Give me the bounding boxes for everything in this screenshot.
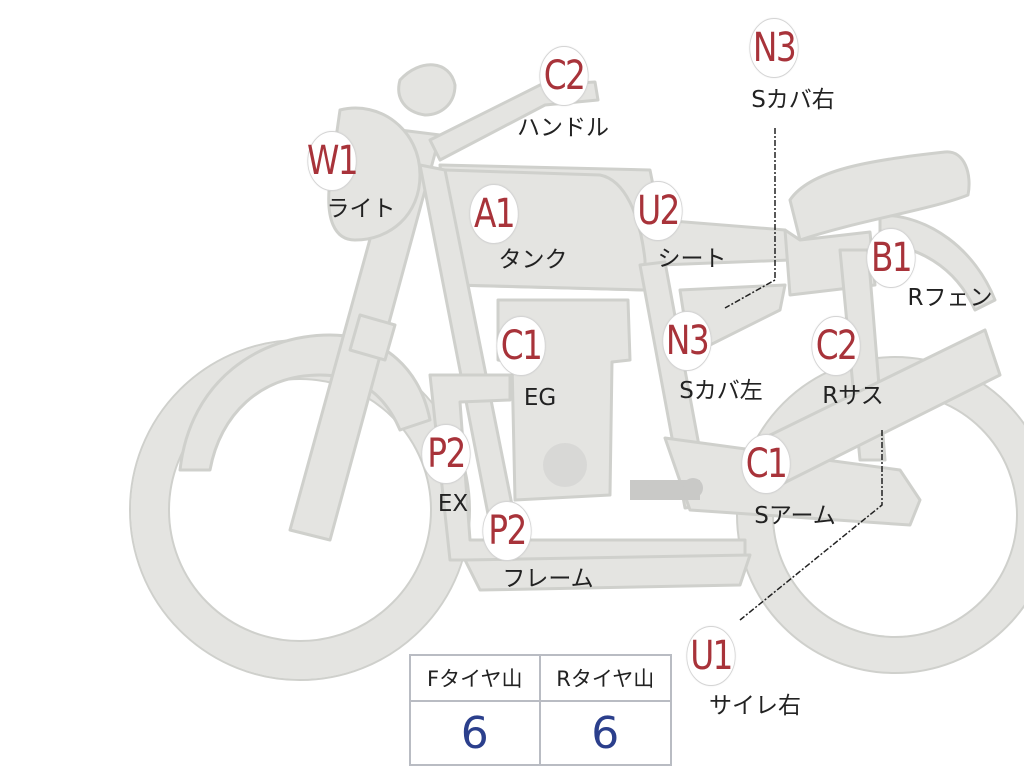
code-badge: N3	[749, 18, 799, 78]
code-badge: C2	[539, 46, 589, 106]
part-label: ハンドル	[517, 115, 609, 141]
code-badge: U1	[686, 626, 736, 686]
code-badge: P2	[482, 501, 532, 561]
part-label: Sアーム	[754, 503, 836, 529]
part-tag-seat: U2 シート	[633, 181, 727, 271]
code-badge: U2	[633, 181, 683, 241]
part-tag-scover-left: N3 Sカバ左	[662, 311, 763, 403]
seat	[788, 150, 971, 242]
part-tag-swing-arm: C1 Sアーム	[741, 434, 836, 528]
part-label: EX	[437, 491, 469, 517]
part-tag-handle: C2 ハンドル	[517, 46, 609, 140]
part-tag-frame: P2 フレーム	[482, 501, 594, 591]
code-badge: C2	[811, 316, 861, 376]
tire-tread-table: Fタイヤ山 Rタイヤ山 6 6	[409, 654, 672, 766]
part-tag-rear-fender: B1 Rフェン	[866, 228, 992, 310]
part-label: ライト	[326, 196, 396, 222]
part-label: Rフェン	[907, 285, 993, 311]
part-label: シート	[657, 246, 727, 272]
part-label: サイレ右	[709, 693, 801, 719]
leader-line-silencer-right	[739, 430, 883, 621]
part-label: Rサス	[822, 383, 884, 409]
code-badge: C1	[741, 434, 791, 494]
code-badge: N3	[662, 311, 712, 371]
front-tire-value: 6	[411, 702, 541, 764]
part-tag-scover-right: N3 Sカバ右	[749, 18, 835, 112]
part-tag-engine: C1 EG	[496, 316, 556, 410]
part-tag-exhaust: P2 EX	[421, 424, 471, 516]
part-label: Sカバ右	[751, 87, 835, 113]
part-tag-rear-suspension: C2 Rサス	[811, 316, 884, 408]
part-tag-light: W1 ライト	[307, 131, 396, 221]
rear-tire-header: Rタイヤ山	[540, 656, 670, 702]
part-label: フレーム	[502, 566, 594, 592]
part-label: EG	[523, 385, 557, 411]
part-label: Sカバ左	[679, 378, 763, 404]
leader-line-scover-right	[724, 128, 776, 309]
code-badge: C1	[496, 316, 546, 376]
code-badge: A1	[469, 184, 519, 244]
front-tire-header: Fタイヤ山	[411, 656, 541, 702]
code-badge: P2	[421, 424, 471, 484]
part-tag-tank: A1 タンク	[469, 184, 568, 272]
code-badge: B1	[866, 228, 916, 288]
rear-tire-value: 6	[591, 707, 620, 759]
front-fender	[178, 333, 432, 472]
part-label: タンク	[498, 247, 568, 273]
part-tag-silencer-right: U1 サイレ右	[686, 626, 801, 718]
code-badge: W1	[307, 131, 359, 191]
